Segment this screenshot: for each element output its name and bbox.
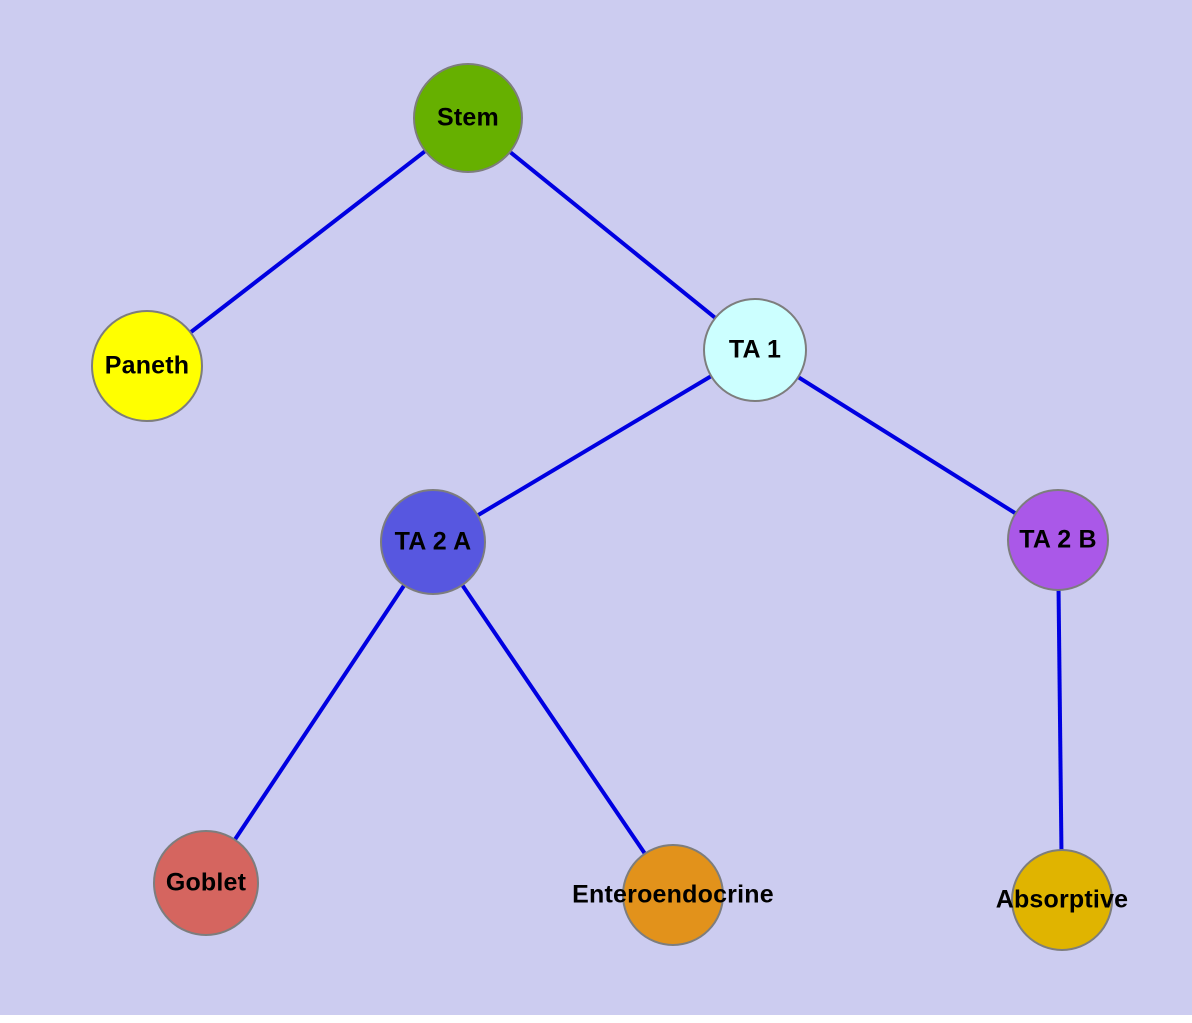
- edge-ta2a-goblet: [204, 540, 435, 885]
- node-label-ta1: TA 1: [728, 335, 782, 364]
- node-label-stem: Stem: [437, 103, 499, 132]
- node-ta2b[interactable]: TA 2 B: [1007, 489, 1109, 591]
- node-label-goblet: Goblet: [165, 868, 247, 897]
- node-goblet[interactable]: Goblet: [153, 830, 259, 936]
- edge-ta2a-enteroendocrine: [431, 540, 675, 897]
- node-label-ta2b: TA 2 B: [1019, 525, 1097, 554]
- node-absorptive[interactable]: Absorptive: [996, 849, 1128, 951]
- node-ta1[interactable]: TA 1: [703, 298, 807, 402]
- edge-ta2b-absorptive: [1056, 539, 1064, 901]
- node-stem[interactable]: Stem: [413, 63, 523, 173]
- node-enteroendocrine[interactable]: Enteroendocrine: [572, 844, 774, 946]
- node-label-paneth: Paneth: [104, 351, 190, 380]
- node-paneth[interactable]: Paneth: [91, 310, 203, 422]
- edge-stem-paneth: [145, 116, 470, 368]
- node-label-absorptive: Absorptive: [995, 885, 1129, 914]
- node-ta2a[interactable]: TA 2 A: [380, 489, 486, 595]
- edge-stem-ta1: [466, 116, 757, 352]
- node-label-ta2a: TA 2 A: [394, 527, 472, 556]
- edge-ta1-ta2a: [431, 348, 757, 544]
- node-label-enteroendocrine: Enteroendocrine: [572, 880, 774, 909]
- edge-ta1-ta2b: [753, 348, 1060, 542]
